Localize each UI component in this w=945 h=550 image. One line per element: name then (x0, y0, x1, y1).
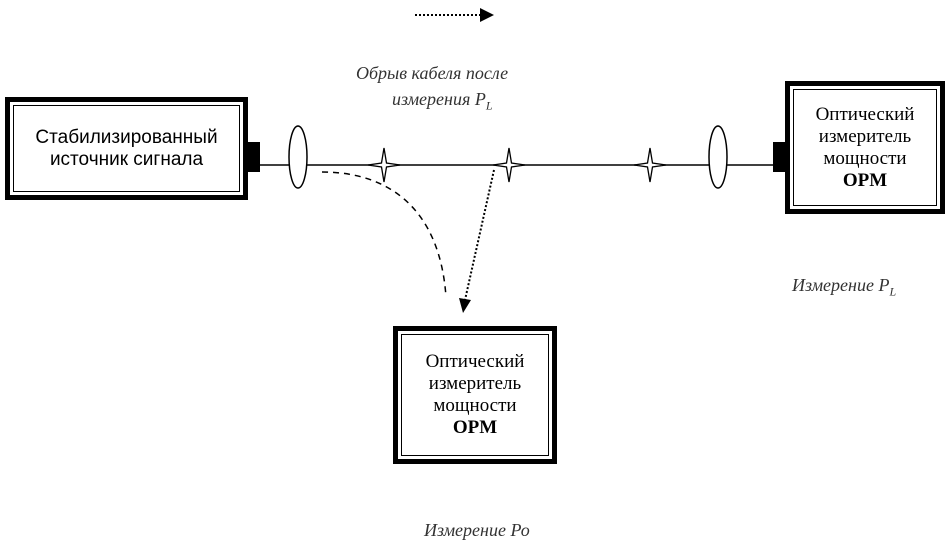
opm-bottom-abbr: OPM (452, 417, 498, 438)
splice-star-2 (492, 147, 526, 183)
dotted-move-arrow (459, 169, 495, 313)
opm-right-line1: Оптический (815, 103, 915, 125)
break-caption-line2: измерения PL (392, 89, 493, 114)
measure-pl-sub: L (889, 284, 897, 299)
opm-bottom-line2: измеритель (428, 373, 522, 394)
source-connector (248, 142, 260, 172)
opm-bottom-line1: Оптический (425, 351, 525, 372)
splice-star-1 (367, 147, 401, 183)
opm-right-line3: мощности (823, 147, 907, 169)
break-caption-line2-sub: L (485, 98, 493, 113)
opm-right-box: Оптический измеритель мощности OPM (785, 81, 945, 214)
source-label-line1: Стабилизированный (35, 126, 218, 148)
opm-bottom-box: Оптический измеритель мощности OPM (393, 326, 557, 464)
opm-bottom-line3: мощности (433, 395, 517, 416)
lens-right (708, 125, 728, 189)
source-label-line2: источник сигнала (49, 148, 204, 170)
opm-right-connector (773, 142, 785, 172)
measure-pl-caption: Измерение PL (792, 275, 896, 300)
measure-pl-text: Измерение P (792, 275, 890, 295)
opm-right-line2: измеритель (818, 125, 912, 147)
signal-source-box: Стабилизированный источник сигнала (5, 97, 248, 200)
lens-left (288, 125, 308, 189)
splice-star-3 (633, 147, 667, 183)
dashed-reconnect-curve (321, 171, 447, 298)
measure-po-caption: Измерение Ро (424, 520, 530, 540)
break-caption-line2-text: измерения P (392, 89, 486, 109)
break-caption-line1: Обрыв кабеля после (356, 63, 509, 83)
legend-dotted-arrow (415, 8, 494, 22)
opm-right-abbr: OPM (842, 169, 888, 191)
